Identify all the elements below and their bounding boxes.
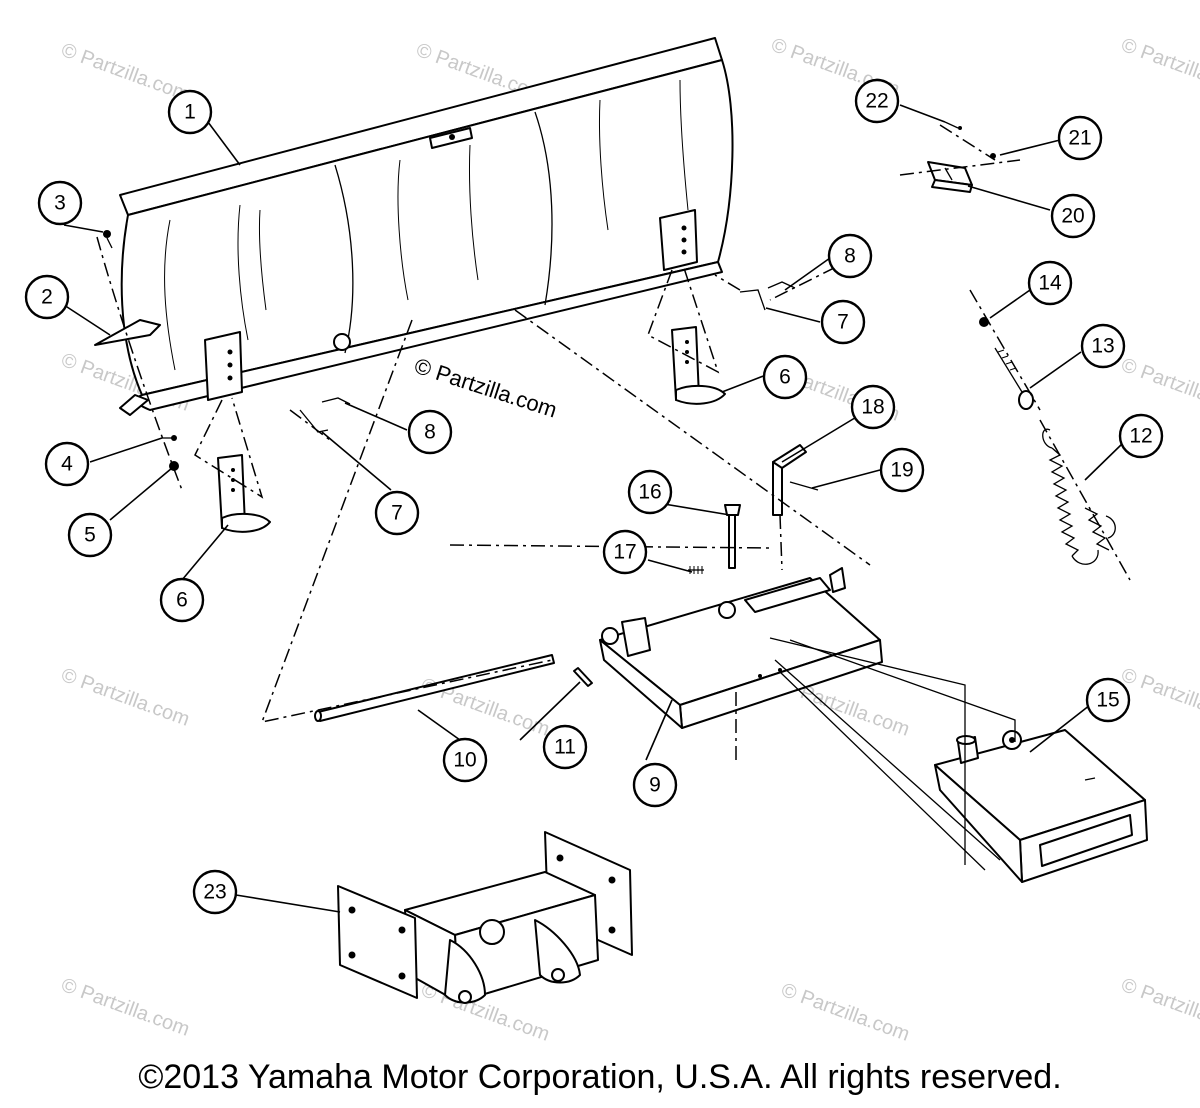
svg-text:8: 8 <box>424 421 436 444</box>
svg-text:9: 9 <box>649 774 661 797</box>
svg-text:13: 13 <box>1091 335 1114 358</box>
watermark: © Partzilla.com <box>778 979 912 1046</box>
watermark: © Partzilla.com <box>1118 664 1200 731</box>
eyebolt-13 <box>994 347 1034 410</box>
callout: 11 <box>542 724 588 770</box>
callout: 6 <box>159 577 205 623</box>
callout: 8 <box>407 409 453 455</box>
callout: 15 <box>1085 677 1131 723</box>
callout: 17 <box>602 529 648 575</box>
watermark: © Partzilla.com <box>1118 974 1200 1041</box>
pin-right <box>739 281 796 311</box>
copyright-notice: ©2013 Yamaha Motor Corporation, U.S.A. A… <box>138 1058 1062 1096</box>
callout: 6 <box>762 354 808 400</box>
callout: 9 <box>632 762 678 808</box>
callout: 16 <box>627 469 673 515</box>
callout: 2 <box>24 274 70 320</box>
callouts: 1 2 3 4 5 6 6 7 7 8 8 9 <box>24 78 1164 915</box>
callout: 4 <box>44 441 90 487</box>
svg-text:17: 17 <box>613 541 636 564</box>
callout: 19 <box>879 447 925 493</box>
callout: 3 <box>37 180 83 226</box>
watermark: © Partzilla.com <box>58 39 192 106</box>
callout: 5 <box>67 512 113 558</box>
callout: 20 <box>1050 193 1096 239</box>
callout: 8 <box>827 233 873 279</box>
callout: 18 <box>850 384 896 430</box>
leader-lines <box>63 104 1124 913</box>
frame-part <box>599 567 883 729</box>
callout: 23 <box>192 869 238 915</box>
watermark: © Partzilla.com <box>1118 354 1200 421</box>
callout: 22 <box>854 78 900 124</box>
pin-22 <box>944 121 962 130</box>
svg-text:6: 6 <box>176 589 188 612</box>
pin-left <box>299 397 351 433</box>
svg-text:22: 22 <box>865 90 888 113</box>
shoe-right <box>671 326 726 405</box>
svg-text:15: 15 <box>1096 689 1119 712</box>
svg-text:11: 11 <box>554 736 576 759</box>
svg-text:16: 16 <box>638 481 661 504</box>
svg-text:6: 6 <box>779 366 791 389</box>
watermark: © Partzilla.com <box>1118 34 1200 101</box>
callout: 12 <box>1118 413 1164 459</box>
callout: 10 <box>442 737 488 783</box>
callout: 7 <box>820 299 866 345</box>
svg-text:20: 20 <box>1061 205 1084 228</box>
watermark: © Partzilla.com <box>58 974 192 1041</box>
svg-text:12: 12 <box>1129 425 1152 448</box>
callout: 1 <box>167 89 213 135</box>
svg-text:10: 10 <box>453 749 476 772</box>
spring-12 <box>1042 428 1116 565</box>
callout: 7 <box>374 490 420 536</box>
assembly-lines <box>96 124 1131 871</box>
plate-15 <box>934 729 1148 883</box>
svg-text:2: 2 <box>41 286 53 309</box>
mount-23 <box>337 831 633 1004</box>
shoe-left <box>217 454 271 533</box>
blade-part <box>94 37 734 416</box>
svg-text:18: 18 <box>861 396 884 419</box>
bolt-16 <box>724 504 741 569</box>
svg-text:3: 3 <box>54 192 66 215</box>
bolt-3 <box>103 230 113 249</box>
svg-text:21: 21 <box>1068 127 1091 150</box>
svg-text:7: 7 <box>837 311 849 334</box>
svg-text:23: 23 <box>203 881 226 904</box>
pin-11 <box>573 667 593 687</box>
nut-17 <box>688 566 704 574</box>
pin-18 <box>772 444 819 516</box>
svg-text:19: 19 <box>890 459 913 482</box>
svg-text:14: 14 <box>1038 272 1062 295</box>
watermark: © Partzilla.com <box>58 664 192 731</box>
svg-text:5: 5 <box>84 524 96 547</box>
svg-text:8: 8 <box>844 245 856 268</box>
callout: 14 <box>1027 260 1073 306</box>
svg-text:7: 7 <box>391 502 403 525</box>
svg-text:1: 1 <box>184 101 196 124</box>
callout: 13 <box>1080 323 1126 369</box>
nut-14 <box>979 317 989 327</box>
svg-text:4: 4 <box>61 453 73 476</box>
bolt-4 <box>162 435 177 441</box>
callout: 21 <box>1057 115 1103 161</box>
